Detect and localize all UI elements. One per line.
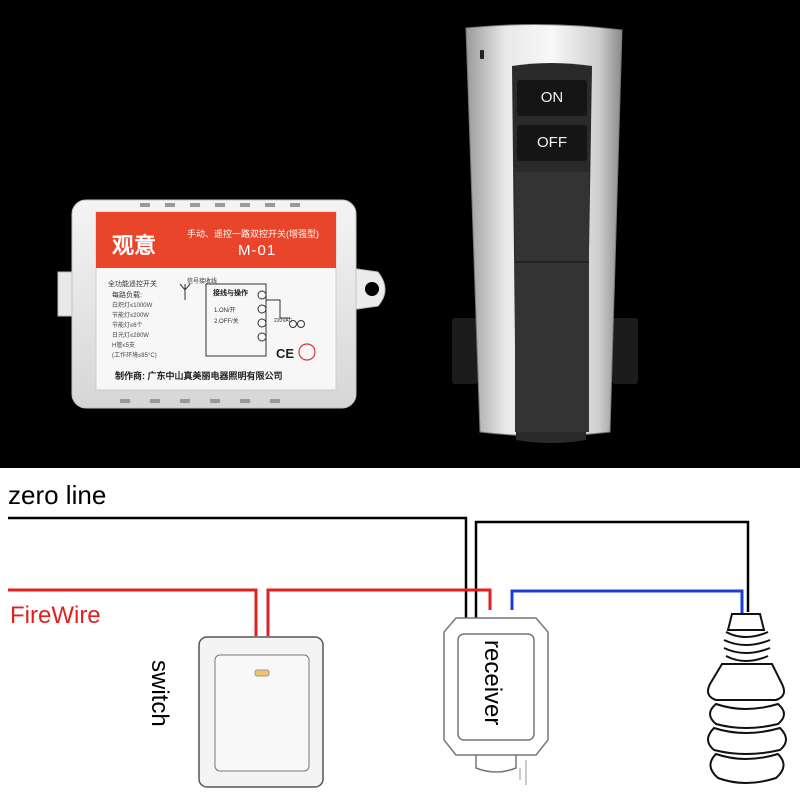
fire-wire-to-switch <box>8 588 258 636</box>
module-spec-item: 日光灯≤280W <box>112 333 149 339</box>
load-wire-to-lamp <box>510 589 744 616</box>
zero-wire-to-receiver <box>8 516 468 618</box>
zero-line-wires <box>8 516 750 618</box>
module-load-title: 每路负载: <box>112 292 142 299</box>
receiver-module <box>57 199 386 409</box>
module-spec-item: H管≤5支 <box>112 343 135 349</box>
ce-mark: CE <box>276 346 295 361</box>
module-spec-item: 白炽灯≤1000W <box>112 303 153 309</box>
product-photo-panel: 观意 手动、遥控一路双控开关(增强型) M-01 全功能遥控开关 每路负载: 白… <box>0 0 800 468</box>
module-spec-item: 节能灯≤200W <box>112 313 149 319</box>
wall-switch <box>198 636 324 788</box>
fire-wire-label: FireWire <box>10 602 101 629</box>
receiver-label: receiver <box>479 640 506 726</box>
module-function-text: 全功能遥控开关 <box>108 281 157 288</box>
zero-wire-to-lamp <box>474 520 750 618</box>
product-photo-drawing <box>57 23 638 443</box>
wiring-diagram-panel <box>0 468 800 800</box>
module-description-text: 手动、遥控一路双控开关(增强型) <box>187 229 319 239</box>
remote-off-button[interactable]: OFF <box>517 125 587 161</box>
remote-on-button[interactable]: ON <box>517 80 587 116</box>
switch-label: switch <box>146 660 173 727</box>
module-step-off: 2.OFF/关 <box>214 319 239 325</box>
fire-wire-lines <box>8 588 492 636</box>
module-signal-text: 信号接收线 <box>187 279 218 285</box>
module-step-on: 1.ON/开 <box>214 308 236 314</box>
module-brand-text: 观意 <box>112 233 157 259</box>
module-voltage-text: 220VAC <box>274 318 293 324</box>
module-model-text: M-01 <box>238 242 277 259</box>
receiver-outline <box>443 617 549 785</box>
module-spec-item: 节能灯≤6个 <box>112 323 143 329</box>
zero-line-label: zero line <box>8 480 107 510</box>
energy-saving-bulb <box>707 613 787 784</box>
module-spec-item: (工作环境≤85°C) <box>112 353 157 359</box>
module-maker-text: 制作商: 广东中山真美丽电器照明有限公司 <box>115 371 283 381</box>
module-wiring-title: 接线与操作 <box>213 290 248 297</box>
fire-wire-switch-to-receiver <box>266 588 492 636</box>
